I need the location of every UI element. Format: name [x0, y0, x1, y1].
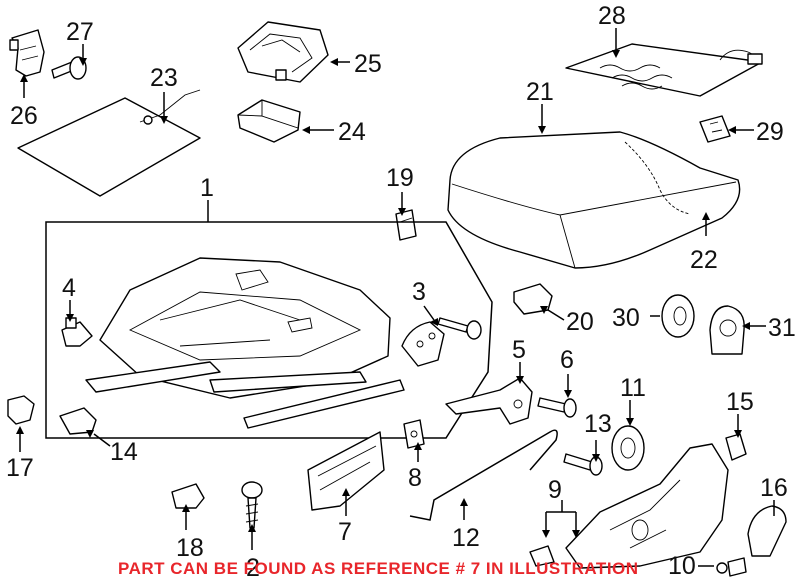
callout-21: 21: [526, 78, 554, 106]
part-10-connector: [716, 557, 747, 577]
callout-2: 2: [246, 554, 260, 582]
callout-28: 28: [598, 2, 626, 30]
callout-numbers: 27 26 23 25 24 28 29 21 22 19 1 20 4 3 3…: [6, 2, 796, 582]
callout-17: 17: [6, 454, 34, 482]
part-23-heater-mat: [17, 89, 201, 197]
part-5-bracket: [445, 377, 533, 425]
footer-note: PART CAN BE FOUND AS REFERENCE # 7 IN IL…: [118, 559, 639, 578]
callout-12: 12: [452, 524, 480, 552]
callout-16: 16: [760, 474, 788, 502]
callout-7: 7: [338, 518, 352, 546]
part-9-clip: [529, 545, 555, 567]
callout-19: 19: [386, 164, 414, 192]
callout-26: 26: [10, 102, 38, 130]
callout-8: 8: [408, 464, 422, 492]
callout-24: 24: [338, 118, 366, 146]
callout-27: 27: [66, 18, 94, 46]
callout-5: 5: [512, 336, 526, 364]
callout-18: 18: [176, 534, 204, 562]
part-15-clip: [725, 433, 747, 461]
part-29-connector: [699, 115, 731, 143]
part-1-box: [45, 221, 493, 439]
part-18-clip: [171, 483, 205, 509]
part-26-bracket: [9, 29, 45, 77]
part-19-clip: [395, 209, 417, 241]
part-16-knob: [747, 505, 787, 557]
callout-30: 30: [612, 304, 640, 332]
part-9-side-panel: [565, 443, 729, 569]
callout-9: 9: [548, 476, 562, 504]
part-12-rod: [409, 429, 558, 521]
part-4-knob: [61, 317, 93, 347]
part-7-trim-panel: [307, 431, 385, 511]
callout-1: 1: [200, 174, 214, 202]
part-3-bolt: [437, 317, 482, 340]
part-8-clip: [403, 419, 425, 449]
callout-3: 3: [412, 278, 426, 306]
callout-4: 4: [62, 274, 76, 302]
callout-20: 20: [566, 308, 594, 336]
part-3-bracket: [401, 321, 445, 367]
part-21-seat-cushion: [447, 131, 741, 269]
part-30-cover: [661, 294, 695, 338]
part-27-bolt: [51, 56, 87, 80]
part-2-screw: [241, 481, 263, 529]
callout-29: 29: [756, 118, 784, 146]
part-28-heater-pad: [565, 43, 763, 97]
part-1-seat-frame: [85, 257, 405, 429]
callout-22: 22: [690, 246, 718, 274]
part-6-bolt: [537, 397, 577, 418]
part-11-bearing: [611, 425, 645, 471]
part-14-cover: [59, 407, 97, 435]
part-17-clip: [7, 395, 35, 425]
part-25-module: [237, 21, 329, 83]
leader-lines: [16, 28, 775, 567]
callout-31: 31: [768, 314, 796, 342]
callout-25: 25: [354, 50, 382, 78]
part-24-module: [237, 99, 301, 143]
part-20-clip: [513, 283, 553, 315]
callout-6: 6: [560, 346, 574, 374]
callout-15: 15: [726, 388, 754, 416]
callout-23: 23: [150, 64, 178, 92]
callout-14: 14: [110, 438, 138, 466]
part-31-cover: [709, 305, 745, 355]
callout-10: 10: [668, 552, 696, 580]
callout-11: 11: [620, 374, 646, 402]
callout-13: 13: [584, 410, 612, 438]
